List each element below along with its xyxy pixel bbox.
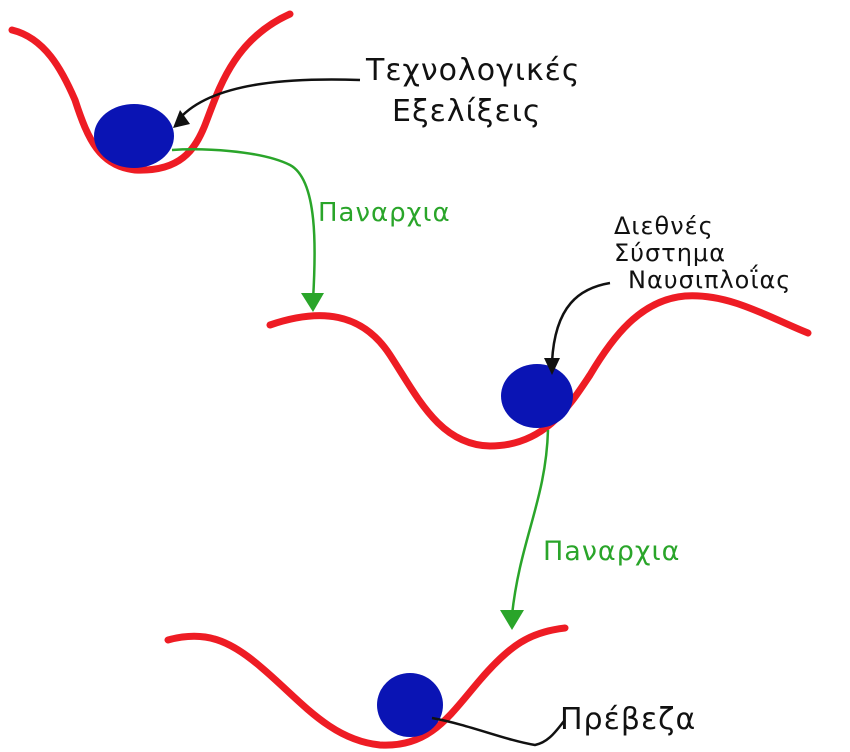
tech-label-line1: Τεχνολογικές (366, 55, 581, 87)
panarchy-arrow-2 (512, 430, 548, 615)
middle-ball (501, 364, 573, 428)
imo-label-line2: Σύστημα (614, 241, 726, 266)
tech-label-line2: Εξελίξεις (392, 96, 542, 128)
bottom-valley-curve (168, 628, 565, 745)
imo-arrow (552, 283, 610, 362)
preveza-label: Πρέβεζα (560, 704, 696, 736)
imo-label-line3: Ναυσιπλοΐας (628, 268, 791, 293)
bottom-ball (377, 673, 443, 737)
panarchy-label-2: Πaναρχια (543, 538, 680, 566)
panarchy-label-1: Πaναρχια (318, 200, 451, 227)
panarchy-arrow-1 (172, 149, 315, 300)
top-ball (94, 104, 174, 168)
imo-label-line1: Διεθνές (614, 214, 714, 239)
preveza-pointer (432, 718, 565, 745)
